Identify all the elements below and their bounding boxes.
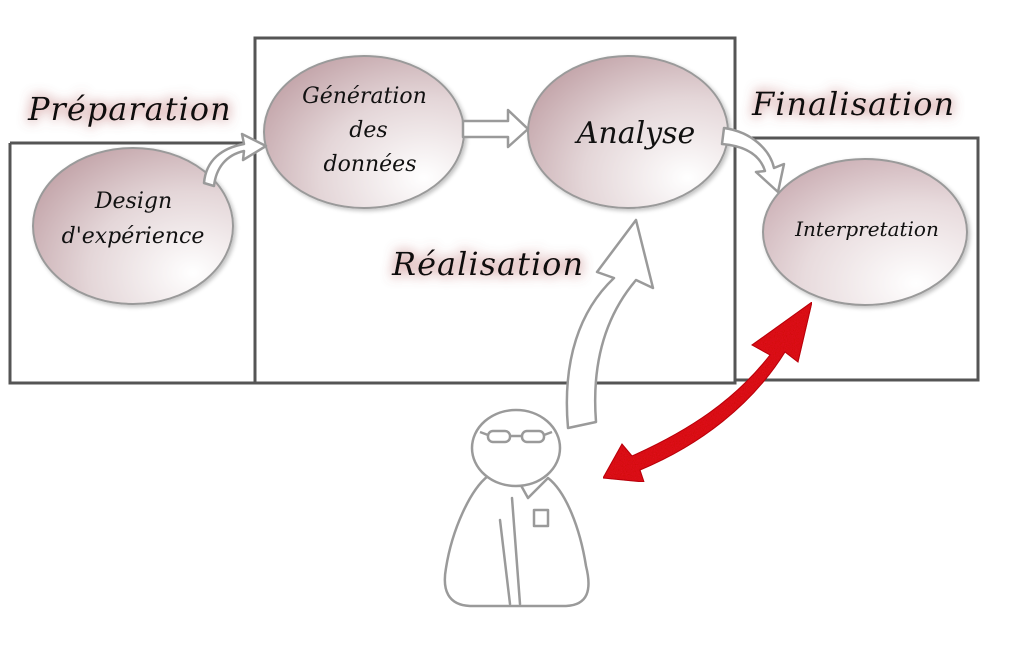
white-curved-arrow-icon — [720, 126, 786, 194]
white-curved-arrow-icon — [202, 132, 268, 188]
white-up-arrow-icon — [565, 218, 655, 430]
node-label-design-line-1: Design — [94, 189, 172, 214]
node-label-generation-line-2: des — [349, 118, 387, 143]
stage-label-realisation: Réalisation — [391, 245, 584, 283]
coat-pocket — [532, 508, 550, 528]
scientist-head — [470, 408, 562, 488]
double-headed-red-arrow-icon — [602, 300, 813, 483]
lab-coat — [443, 474, 590, 608]
preparation-box — [8, 141, 255, 385]
stage-boxes — [8, 36, 980, 385]
node-label-interpretation: Interpretation — [794, 217, 939, 241]
finalisation-box — [735, 136, 980, 382]
white-arrow-right-icon — [461, 108, 530, 149]
node-label-generation-line-1: Génération — [302, 84, 427, 109]
node-design — [32, 147, 234, 305]
stage-label-preparation: Préparation — [27, 90, 232, 128]
node-label-generation: Génération des données — [302, 84, 434, 177]
node-label-generation-line-3: données — [324, 152, 417, 177]
realisation-box — [253, 36, 737, 385]
scientist-figure-icon — [443, 408, 590, 608]
node-label-design: Design d'expérience — [62, 189, 205, 249]
flow-arrows — [202, 108, 786, 430]
stage-label-finalisation: Finalisation — [751, 85, 955, 123]
node-label-analyse: Analyse — [574, 116, 696, 151]
node-label-design-line-2: d'expérience — [62, 224, 205, 249]
glasses-icon — [479, 429, 553, 444]
node-interpretation — [762, 158, 968, 306]
coat-split — [498, 496, 522, 606]
